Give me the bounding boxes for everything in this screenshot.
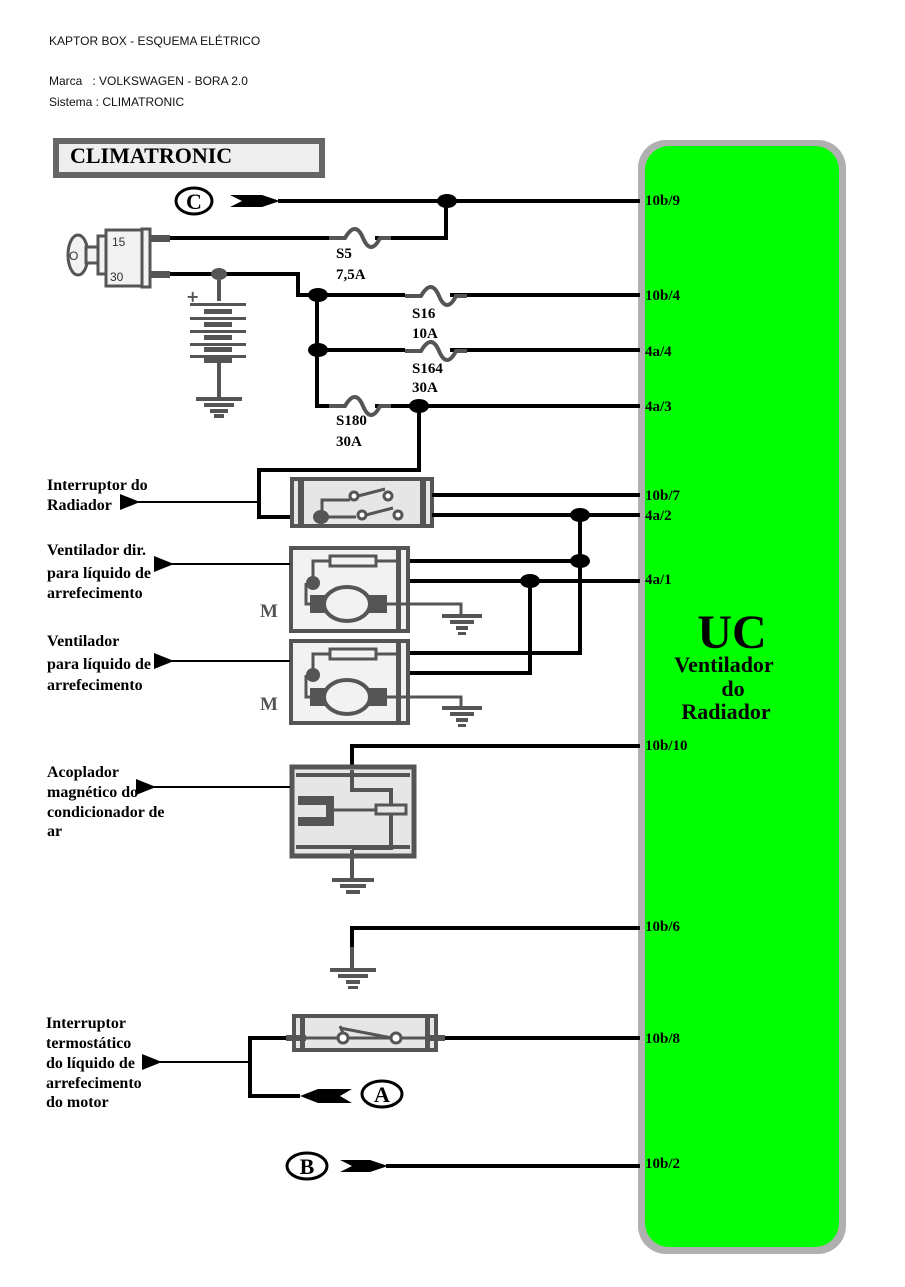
motor-label: M — [260, 694, 278, 715]
component-label: Radiador — [47, 497, 112, 514]
ecu-subtitle-1: Ventilador — [674, 652, 774, 677]
component-label: Ventilador dir. — [47, 542, 146, 559]
ecu-pins: 10b/9 10b/4 4a/4 4a/3 10b/7 4a/2 4a/1 10… — [645, 193, 688, 1172]
fan-motor: M — [260, 639, 482, 727]
label-fan: Ventilador para líquido de arrefecimento — [47, 633, 290, 694]
radiator-switch — [290, 477, 434, 528]
component-label: para líquido de — [47, 565, 151, 582]
component-label: Acoplador — [47, 764, 119, 781]
document-title: KAPTOR BOX - ESQUEMA ELÉTRICO — [49, 34, 261, 48]
thermo-switch — [286, 1014, 445, 1052]
ac-clutch — [289, 764, 417, 894]
component-label: do líquido de — [46, 1055, 135, 1072]
connector-arrow-icon — [340, 1160, 388, 1172]
pin-label: 4a/1 — [645, 572, 672, 588]
component-label: condicionador de — [47, 804, 165, 821]
wire-10b-6 — [350, 926, 640, 955]
fuse-name: S180 — [336, 413, 367, 429]
component-label: termostático — [46, 1035, 131, 1052]
vehicle-brand: Marca : VOLKSWAGEN - BORA 2.0 — [49, 74, 248, 88]
label-ac-clutch: Acoplador magnético do condicionador de … — [47, 764, 290, 840]
component-label: para líquido de — [47, 656, 151, 673]
connector-b-label: B — [300, 1154, 315, 1179]
junction — [211, 268, 227, 280]
diagram-title: CLIMATRONIC — [70, 143, 232, 168]
pin-label: 10b/2 — [645, 1156, 680, 1172]
component-label: do motor — [46, 1094, 109, 1111]
ecu-unit: UC Ventilador do Radiador — [638, 140, 846, 1254]
motor-label: M — [260, 601, 278, 622]
junction — [437, 194, 457, 208]
pin-label: 4a/2 — [645, 508, 672, 524]
fuse-rating: 30A — [412, 380, 438, 396]
pin-label: 10b/6 — [645, 919, 681, 935]
component-label: arrefecimento — [47, 677, 143, 694]
pin-label: 10b/4 — [645, 288, 681, 304]
label-radiator-switch: Interruptor do Radiador — [47, 477, 258, 514]
connector-c: C — [174, 186, 280, 216]
fan-right-motor: M — [260, 546, 482, 635]
fuse-name: S16 — [412, 306, 436, 322]
pin-label: 10b/7 — [645, 488, 681, 504]
pin-label: 4a/3 — [645, 399, 672, 415]
fuse-s16: S16 10A — [405, 285, 467, 342]
pin-label: 10b/9 — [645, 193, 680, 209]
component-label: magnético do — [47, 784, 138, 801]
connector-c-label: C — [186, 189, 202, 214]
fuse-rating: 30A — [336, 434, 362, 450]
component-label: arrefecimento — [47, 585, 143, 602]
ignition-switch: 15 30 O — [66, 227, 170, 289]
connector-a-label: A — [374, 1082, 390, 1107]
fuse-name: S5 — [336, 246, 352, 262]
pin-label: 10b/8 — [645, 1031, 680, 1047]
connector-arrow-icon — [230, 195, 280, 207]
system-name: Sistema : CLIMATRONIC — [49, 95, 185, 109]
label-thermo-switch: Interruptor termostático do líquido de a… — [46, 1015, 250, 1111]
component-label: ar — [47, 823, 62, 840]
fuse-s164: S164 30A — [405, 340, 467, 396]
pin-label: 10b/10 — [645, 738, 688, 754]
ecu-title: UC — [697, 606, 766, 659]
battery-plus: + — [186, 287, 199, 306]
fuse-rating: 7,5A — [336, 267, 366, 283]
diagram-title-box: CLIMATRONIC — [53, 138, 325, 178]
connector-arrow-icon — [300, 1089, 352, 1103]
terminal-30-label: 30 — [110, 270, 124, 284]
ecu-subtitle-2: do — [721, 676, 744, 701]
wire-10b-10 — [350, 744, 640, 770]
terminal-15-label: 15 — [112, 235, 126, 249]
battery-icon: + — [186, 280, 246, 418]
component-label: Ventilador — [47, 633, 119, 650]
label-fan-right: Ventilador dir. para líquido de arrefeci… — [47, 542, 290, 602]
connector-b: B — [285, 1151, 388, 1181]
fuse-s5: S5 7,5A — [329, 227, 391, 283]
fuse-s180: S180 30A — [329, 395, 391, 450]
pin-label: 4a/4 — [645, 344, 672, 360]
component-label: Interruptor do — [47, 477, 148, 494]
fuse-name: S164 — [412, 361, 443, 377]
fuse-rating: 10A — [412, 326, 438, 342]
connector-a: A — [300, 1079, 404, 1109]
component-label: arrefecimento — [46, 1075, 142, 1092]
component-label: Interruptor — [46, 1015, 126, 1032]
key-icon: O — [69, 249, 78, 263]
ecu-subtitle-3: Radiador — [681, 699, 770, 724]
ground-icon — [330, 947, 376, 989]
